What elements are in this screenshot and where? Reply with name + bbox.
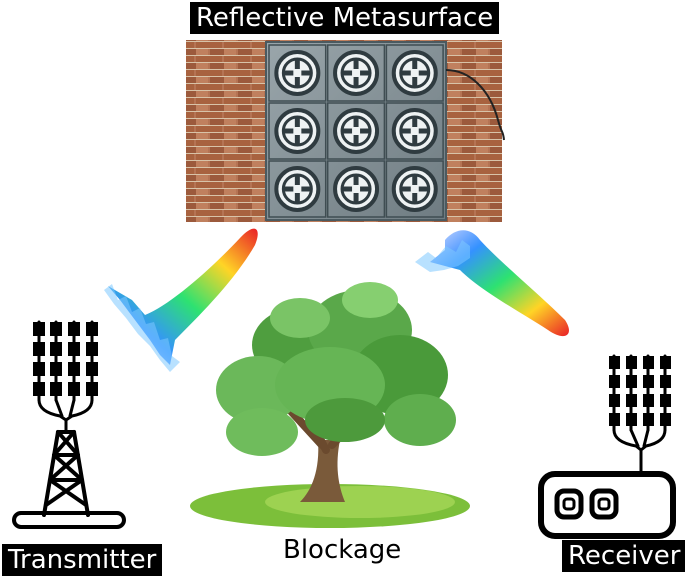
unit-cell [326,102,386,160]
receiver-label: Receiver [562,540,685,572]
unit-cell [326,160,386,218]
unit-cell [268,44,327,102]
metasurface-label: Reflective Metasurface [190,2,500,34]
unit-cell [268,102,327,160]
reflected-beam [415,230,569,337]
incident-beam [104,228,258,372]
unit-cell [385,160,444,218]
transmitter-label: Transmitter [2,544,163,576]
reflective-metasurface [186,40,505,222]
metasurface-unit-cells [268,44,444,218]
transmitter-icon [12,320,126,529]
blockage-label: Blockage [283,535,402,565]
unit-cell [326,44,386,102]
unit-cell [385,102,444,160]
unit-cell [268,160,327,218]
metasurface-cable [445,69,505,141]
receiver-icon [538,354,676,539]
unit-cell [385,44,444,102]
tree-blockage-icon [190,282,470,528]
